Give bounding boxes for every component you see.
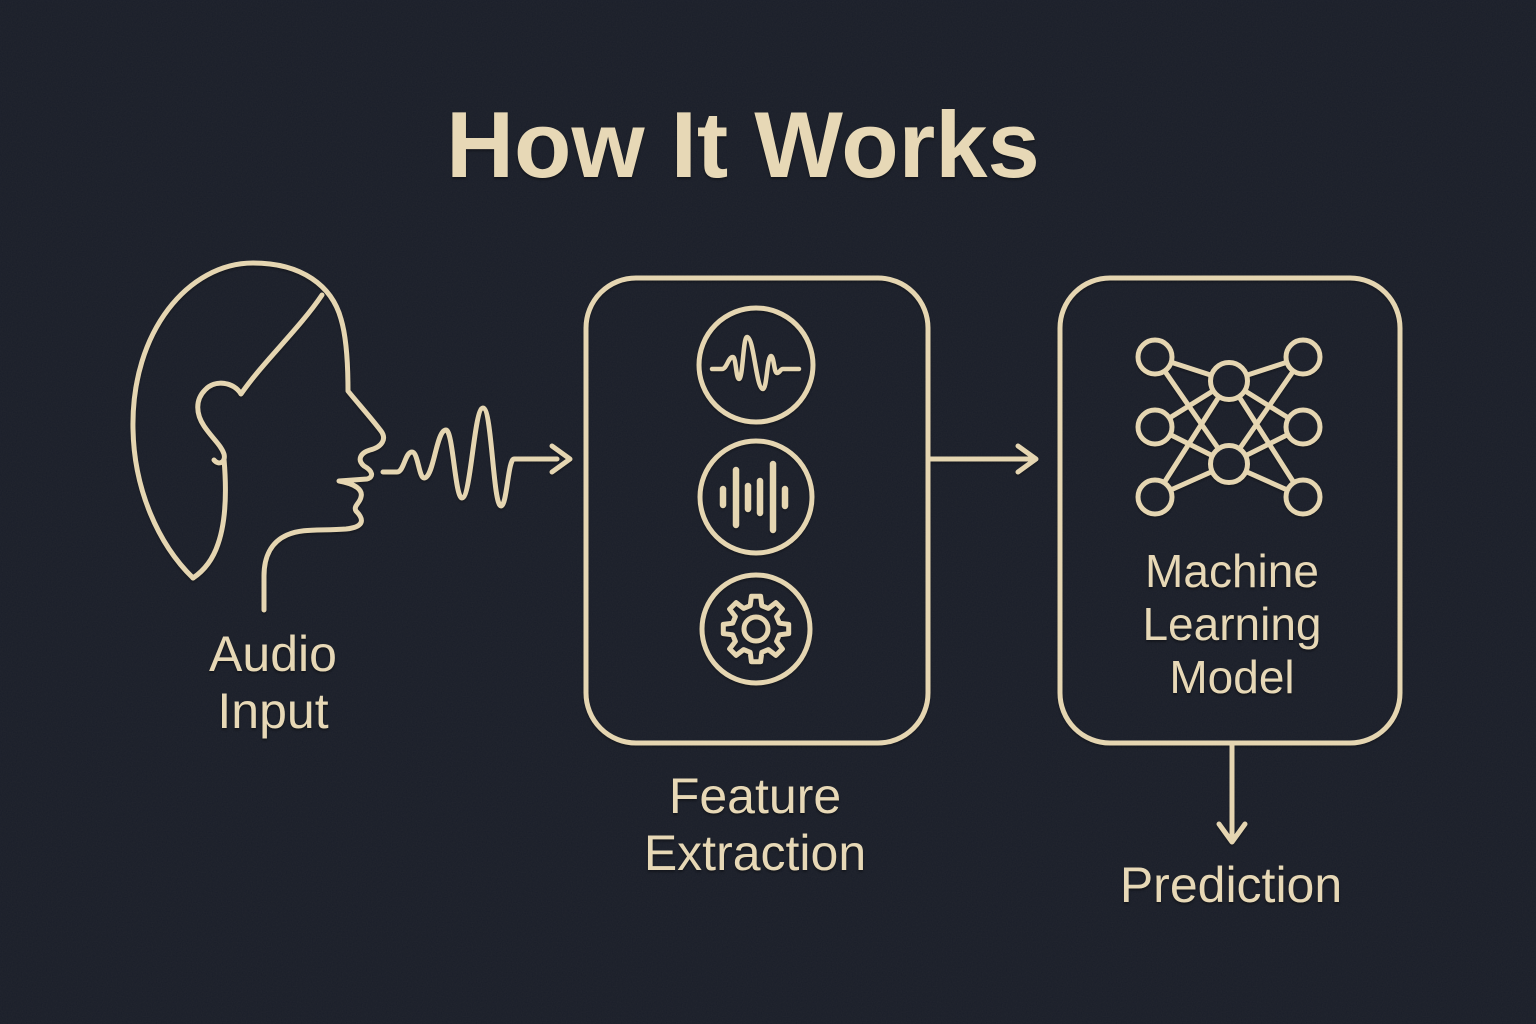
pulse-waveform-icon	[696, 305, 816, 425]
audio-input-label: Audio Input	[209, 626, 337, 740]
ml-model-label-line1: Machine	[1145, 545, 1319, 597]
gear-icon	[699, 572, 813, 686]
prediction-label: Prediction	[1119, 857, 1343, 913]
ml-model-label: Machine Learning Model	[1142, 545, 1321, 704]
neural-network-icon	[1135, 337, 1323, 517]
feature-extraction-box	[583, 275, 931, 746]
hairline-and-ear	[190, 292, 325, 581]
arrow-model-to-prediction	[1216, 740, 1248, 845]
feature-extraction-label: Feature Extraction	[644, 768, 866, 882]
sound-wave	[380, 405, 560, 509]
ml-model-label-line3: Model	[1169, 651, 1295, 703]
speaking-profile-icon	[130, 260, 386, 613]
arrowhead	[1216, 821, 1248, 845]
feature-extraction-label-line2: Extraction	[643, 825, 867, 881]
audio-input-label-line1: Audio	[209, 626, 337, 682]
audio-input-label-line2: Input	[217, 683, 329, 739]
feature-extraction-label-line1: Feature	[668, 768, 842, 824]
sound-wave-arrow	[380, 405, 573, 509]
ml-model-label-line2: Learning	[1142, 598, 1322, 650]
arrowhead	[549, 443, 573, 475]
equalizer-bars-icon	[697, 438, 815, 556]
page-title: How It Works	[446, 92, 1040, 197]
network-nodes	[1135, 337, 1323, 517]
arrow-feature-to-model	[925, 443, 1039, 475]
arrowhead	[1015, 443, 1039, 475]
face-outline	[130, 260, 386, 613]
